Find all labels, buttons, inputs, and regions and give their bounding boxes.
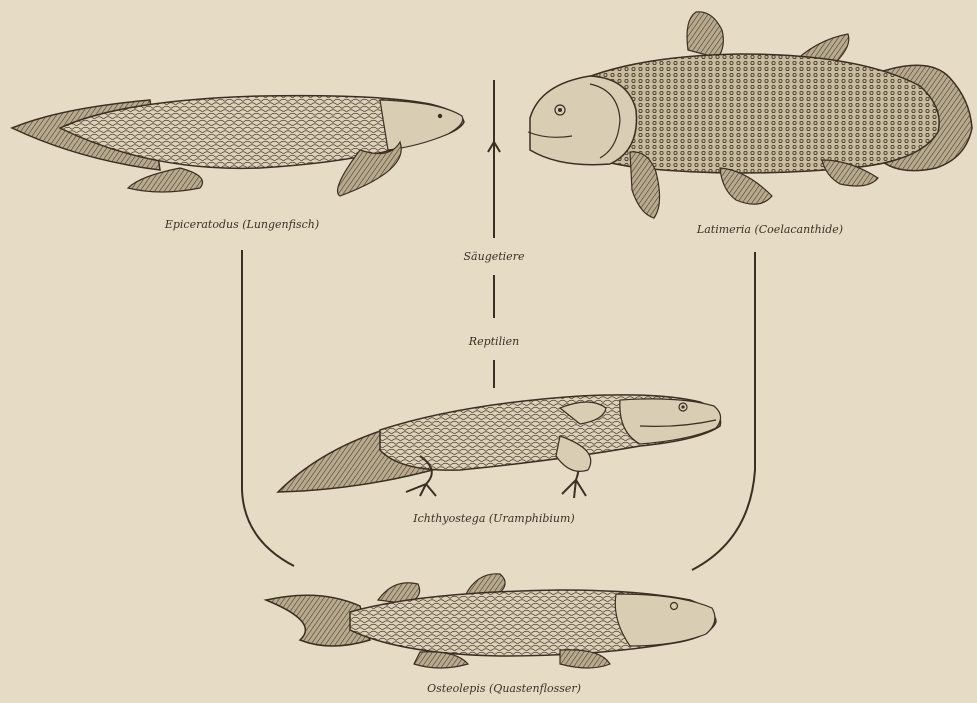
latimeria-caption: Latimeria (Coelacanthide) <box>696 223 843 236</box>
reptilien-label: Reptilien <box>468 335 519 348</box>
osteolepis-illustration <box>266 574 716 668</box>
ichthyostega-illustration <box>278 395 721 498</box>
saeugetiere-label: Säugetiere <box>464 250 525 263</box>
epiceratodus-illustration <box>12 96 464 196</box>
latimeria-illustration <box>528 12 972 218</box>
ichthyostega-caption: Ichthyostega (Uramphibium) <box>412 512 574 525</box>
osteolepis-caption: Osteolepis (Quastenflosser) <box>427 682 581 695</box>
epiceratodus-pelvic-fin <box>128 168 203 192</box>
osteolepis-head <box>615 594 715 646</box>
ichthyostega-head <box>620 399 721 444</box>
epiceratodus-head <box>380 100 463 150</box>
epiceratodus-eye <box>438 114 442 118</box>
epiceratodus-caption: Epiceratodus (Lungenfisch) <box>164 218 319 231</box>
left-arc-line <box>242 250 294 566</box>
latimeria-dorsal-fin-1 <box>687 12 723 58</box>
